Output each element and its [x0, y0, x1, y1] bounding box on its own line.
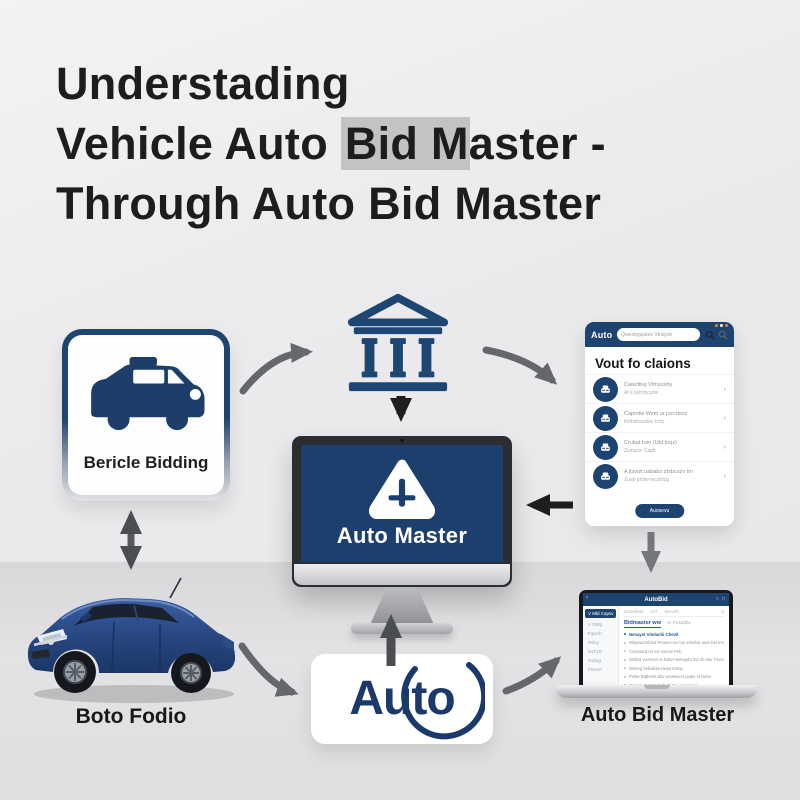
arrow-vehiclebox-to-bank	[239, 342, 313, 395]
auto-master-monitor: Auto Master	[292, 436, 512, 587]
content-line: Nexayst Vimlachi Chevit	[629, 631, 679, 637]
sidebar-item: V PBtg	[588, 622, 603, 627]
sidebar-item: Fmsvrt	[588, 667, 602, 672]
menu-icon: ≡	[721, 609, 724, 614]
content-line: Pvttw Bqtbvmt bbv wvwtwvvt qvqtv vt bvtv…	[629, 674, 712, 679]
title-line-2: Vehicle Auto Bid Master -	[56, 114, 756, 174]
content-line: Mbqxwzmbsvt Pmtwvcmv tvy vvtwhst wws bvt…	[629, 640, 724, 645]
tab: Cvmrhset	[624, 609, 644, 614]
claims-list-item: Crubat fum (Utd tuqz) Zvmszw Capb ›	[585, 432, 734, 461]
claims-heading: Vout fo claions	[595, 356, 691, 371]
laptop-label: Auto Bid Master	[580, 704, 735, 726]
sidebar-item: Pvlcy	[588, 640, 599, 645]
laptop-sidebar: V Mld Capsv V PBtg Fqsrch Pvlcy buTVG Cv…	[583, 606, 619, 685]
chevron-right-icon: ›	[723, 472, 726, 480]
camera-dot	[400, 439, 404, 442]
auto-logo-text: Auto	[349, 662, 486, 740]
title-line-1: Understading	[56, 58, 350, 109]
tab: Secvrh	[664, 609, 679, 614]
arrow-bank-to-browser	[482, 346, 558, 385]
title-line-2-post: Master -	[418, 118, 606, 169]
chevron-right-icon: ›	[723, 414, 726, 422]
claims-browser-card: Auto Qwesbgujates Vtnsjcte Vout fo claio…	[585, 322, 734, 526]
laptop-content-subtab: Sr Fwsddbu	[666, 620, 691, 625]
car-front-icon	[593, 434, 618, 460]
laptop-app-header: ‹ AutoBid ○ □	[583, 593, 729, 606]
laptop-content-heading: Bidmaster ww	[624, 620, 661, 628]
search-icon	[705, 330, 715, 340]
laptop-main-panel: Cvmrhset cvT Secvrh ≡ Bidmaster ww Sr Fw…	[619, 606, 729, 685]
sidebar-active-item: V Mld Capsv	[585, 609, 616, 618]
laptop-app-window: ‹ AutoBid ○ □ V Mld Capsv V PBtg Fqsrch …	[583, 593, 729, 685]
item-line2: fmtbsbszatec tcrty	[624, 419, 665, 425]
browser-search-input: Qwesbgujates Vtnsjcte	[617, 328, 700, 341]
item-line2: Zvmszw Capb	[624, 448, 656, 454]
claims-action-button: Auosevu	[634, 504, 685, 518]
window-control-dots	[715, 324, 728, 327]
content-line: Wvttvg bvbwbtw pwwt tvttvg	[629, 665, 683, 671]
content-line: Twwtvt Cvtvtvt bwbvbvttvv wvwt tww	[629, 682, 699, 686]
search-icon	[718, 330, 728, 340]
claims-list-item: A jtzwzt uababz ztsbcuzv tm Zuab pmtw tec…	[585, 461, 734, 490]
auto-logo-card: Auto	[311, 654, 493, 744]
vehicle-bidding-card: Bericle Bidding	[62, 329, 230, 501]
laptop-app-logo: AutoBid	[644, 596, 668, 603]
item-line2: At it pstrtcjcsrte	[624, 390, 659, 396]
item-line1: Cawctbuj Vtmsceby	[624, 382, 673, 388]
title-line-3: Through Auto Bid Master	[56, 178, 602, 229]
monitor-stand-foot	[351, 623, 453, 634]
claims-list-item: Cawctbuj Vtmsceby At it pstrtcjcsrte ›	[585, 374, 734, 403]
content-line: Wvtbd vwmvtvt vt bvbvt wvtvqvbt bvt vb t…	[629, 657, 724, 662]
title-line-2-pre: Vehicle Auto	[56, 118, 341, 169]
car-photo-label: Boto Fodio	[75, 705, 187, 728]
chevron-right-icon: ›	[723, 385, 726, 393]
item-line1: Capmtw Wzm ur jszcrtezz	[624, 411, 688, 417]
tab: cvT	[650, 609, 658, 614]
car-side-icon	[91, 356, 205, 431]
blue-car-image	[27, 577, 236, 703]
monitor-chin	[294, 564, 510, 585]
auto-logo-word: Auto	[349, 672, 455, 725]
car-front-icon	[593, 376, 618, 402]
browser-header-icons	[705, 330, 728, 340]
car-front-icon	[593, 405, 618, 431]
car-front-icon	[593, 463, 618, 489]
page-title: Understading Vehicle Auto Bid Master - T…	[56, 54, 756, 234]
laptop-content-lines: Nexayst Vimlachi Chevit Mbqxwzmbsvt Pmtw…	[624, 631, 724, 686]
sidebar-item: buTVG	[588, 649, 603, 654]
vehicle-bidding-card-inner: Bericle Bidding	[68, 335, 224, 495]
monitor-screen: Auto Master	[301, 445, 503, 562]
bank-icon	[347, 293, 449, 392]
laptop-screen: ‹ AutoBid ○ □ V Mld Capsv V PBtg Fqsrch …	[579, 590, 733, 685]
laptop-tab-row: Cvmrhset cvT Secvrh ≡	[624, 609, 724, 617]
auto-master-title: Auto Master	[336, 523, 468, 548]
browser-logo: Auto	[591, 329, 613, 340]
back-icon: ‹	[586, 595, 588, 601]
content-line: Cwsxwzd tvt vvt vvmvv Pvb	[629, 648, 682, 654]
vehicle-bidding-label: Bericle Bidding	[83, 453, 209, 472]
sidebar-item: Cvbsg	[588, 658, 601, 663]
warning-plus-triangle-icon	[369, 459, 435, 519]
item-line2: Zuab pmtw tecztrtzg	[624, 477, 670, 483]
claims-list-item: Capmtw Wzm ur jszcrtezz fmtbsbszatec tcrt…	[585, 403, 734, 432]
laptop-header-icons: ○ □	[715, 596, 726, 602]
chevron-right-icon: ›	[723, 443, 726, 451]
item-line1: Crubat fum (Utd tuqz)	[624, 440, 677, 446]
title-highlight: Bid	[340, 117, 471, 170]
sidebar-item: Fqsrch	[588, 631, 602, 636]
item-line1: A jtzwzt uababz ztsbcuzv tm	[624, 469, 693, 475]
laptop-base	[556, 685, 757, 698]
browser-header: Auto Qwesbgujates Vtnsjcte	[585, 322, 734, 347]
